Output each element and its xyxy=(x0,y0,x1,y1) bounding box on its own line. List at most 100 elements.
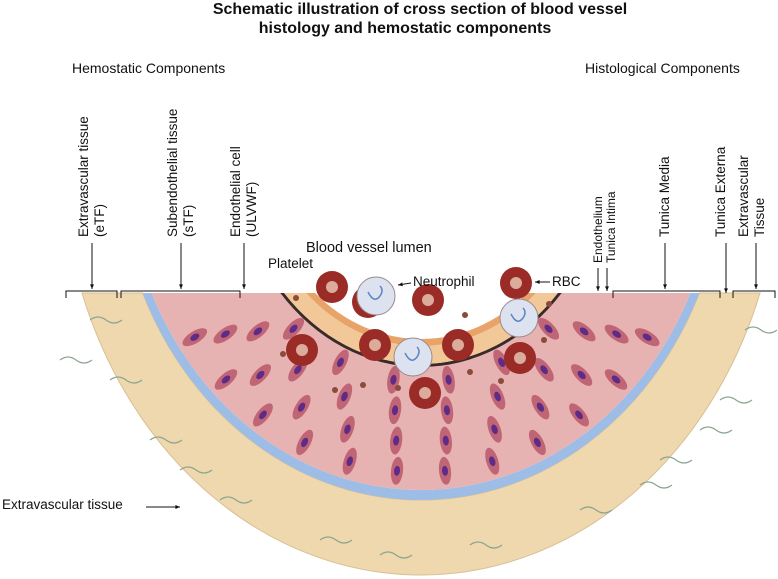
smooth-muscle-nucleus xyxy=(642,333,652,341)
smooth-muscle-nucleus xyxy=(346,456,353,467)
label-subendothelial-stf: Subendothelial tissue (sTF) xyxy=(165,108,196,237)
smooth-muscle-nucleus xyxy=(445,374,452,385)
red-blood-cell-center xyxy=(514,352,526,364)
pointer-arrowhead xyxy=(754,284,758,289)
smooth-muscle-nucleus xyxy=(289,324,298,333)
smooth-muscle-nucleus xyxy=(344,424,351,435)
label-extravascular-tissue-right: Extravascular Tissue xyxy=(736,155,767,237)
platelet xyxy=(498,378,504,384)
label-endothelial-ulvwf: Endothelial cell (ULVWF) xyxy=(228,146,259,237)
label-rbc: RBC xyxy=(552,274,581,289)
smooth-muscle-nucleus xyxy=(294,365,302,375)
pointer-arrowhead xyxy=(179,284,183,289)
neutrophil xyxy=(356,276,396,316)
smooth-muscle-nucleus xyxy=(533,437,541,448)
neutrophil-nucleus xyxy=(510,307,526,322)
endothelium-layer xyxy=(306,293,536,346)
diagram-title: Schematic illustration of cross section … xyxy=(140,0,700,38)
smooth-muscle-nucleus xyxy=(256,370,265,380)
red-blood-cell-center xyxy=(510,277,522,289)
red-blood-cell-center xyxy=(422,294,434,306)
pointer-arrowhead xyxy=(596,286,600,291)
smooth-muscle-nucleus xyxy=(259,410,267,420)
bracket-extravascular-right xyxy=(732,290,776,298)
platelet xyxy=(395,385,401,391)
internal-elastic-lamina xyxy=(280,293,562,367)
tissue-fiber xyxy=(319,536,353,544)
tissue-fiber xyxy=(659,456,693,464)
tissue-fiber xyxy=(59,356,93,364)
pointer-arrowhead xyxy=(90,284,94,289)
platelet xyxy=(467,369,473,375)
smooth-muscle-nucleus xyxy=(544,324,553,333)
label-blood-vessel-lumen: Blood vessel lumen xyxy=(306,240,432,256)
smooth-muscle-nucleus xyxy=(190,333,200,341)
platelet xyxy=(360,382,366,388)
tissue-fiber xyxy=(699,426,733,434)
tissue-fiber xyxy=(89,316,123,324)
bracket-subendothelial xyxy=(120,290,241,298)
smooth-muscle-nucleus xyxy=(393,465,401,476)
title-line-1: Schematic illustration of cross section … xyxy=(212,1,628,18)
label-tunica-media: Tunica Media xyxy=(657,156,672,237)
pointer-arrowhead xyxy=(663,284,667,289)
pointer-arrowhead xyxy=(398,282,403,287)
label-extravascular-etf: Extravascular tissue (eTF) xyxy=(76,116,107,237)
label-extravascular-tissue: Extravascular tissue xyxy=(2,497,123,512)
pointer-arrowhead xyxy=(175,505,180,509)
red-blood-cell-center xyxy=(419,387,431,399)
smooth-muscle-nucleus xyxy=(491,424,498,435)
bracket-extravascular xyxy=(65,290,118,298)
red-blood-cell-center xyxy=(369,339,381,351)
tissue-fiber xyxy=(219,496,253,504)
platelet xyxy=(280,351,286,357)
tissue-fiber xyxy=(379,551,413,559)
pointer-arrowhead xyxy=(724,288,728,293)
smooth-muscle-nucleus xyxy=(221,375,231,384)
smooth-muscle-nucleus xyxy=(220,330,230,338)
smooth-muscle-nucleus xyxy=(336,357,344,367)
histological-section-label: Histological Components xyxy=(585,60,740,76)
smooth-muscle-nucleus xyxy=(393,435,400,446)
neutrophil xyxy=(499,298,539,338)
platelet xyxy=(546,301,552,307)
smooth-muscle-nucleus xyxy=(579,327,589,336)
bracket-tunica-media xyxy=(612,290,721,298)
smooth-muscle-nucleus xyxy=(442,435,449,446)
smooth-muscle-nucleus xyxy=(341,391,348,402)
tissue-fiber xyxy=(109,376,143,384)
neutrophil xyxy=(393,337,433,377)
smooth-muscle-nucleus xyxy=(441,465,449,476)
hemostatic-section-label: Hemostatic Components xyxy=(72,60,226,76)
platelet xyxy=(462,312,468,318)
smooth-muscle-nucleus xyxy=(498,357,506,367)
smooth-muscle-nucleus xyxy=(575,410,583,420)
title-line-2: histology and hemostatic components xyxy=(258,20,552,37)
red-blood-cell-center xyxy=(296,344,308,356)
tissue-fiber xyxy=(639,481,673,489)
smooth-muscle-nucleus xyxy=(489,456,496,467)
neutrophil-nucleus xyxy=(404,346,420,361)
platelet xyxy=(332,387,338,393)
smooth-muscle-nucleus xyxy=(494,391,501,402)
label-tunica-externa: Tunica Externa xyxy=(713,146,728,237)
red-blood-cell-center xyxy=(452,339,464,351)
pointer-arrowhead xyxy=(242,284,246,289)
smooth-muscle-nucleus xyxy=(301,437,309,448)
smooth-muscle-nucleus xyxy=(390,374,397,385)
smooth-muscle-nucleus xyxy=(612,330,622,338)
label-neutrophil: Neutrophil xyxy=(413,274,475,289)
smooth-muscle-nucleus xyxy=(577,370,586,380)
pointer-arrowhead xyxy=(535,280,540,284)
label-tunica-intima: Tunica Intima xyxy=(604,191,618,263)
tissue-fiber xyxy=(179,466,213,474)
red-blood-cell-center xyxy=(326,281,338,293)
smooth-muscle-nucleus xyxy=(297,402,306,412)
tissue-fiber xyxy=(149,436,183,444)
smooth-muscle-nucleus xyxy=(391,405,399,416)
label-platelet: Platelet xyxy=(268,256,314,271)
smooth-muscle-nucleus xyxy=(611,375,621,384)
neutrophil-nucleus xyxy=(367,285,383,300)
